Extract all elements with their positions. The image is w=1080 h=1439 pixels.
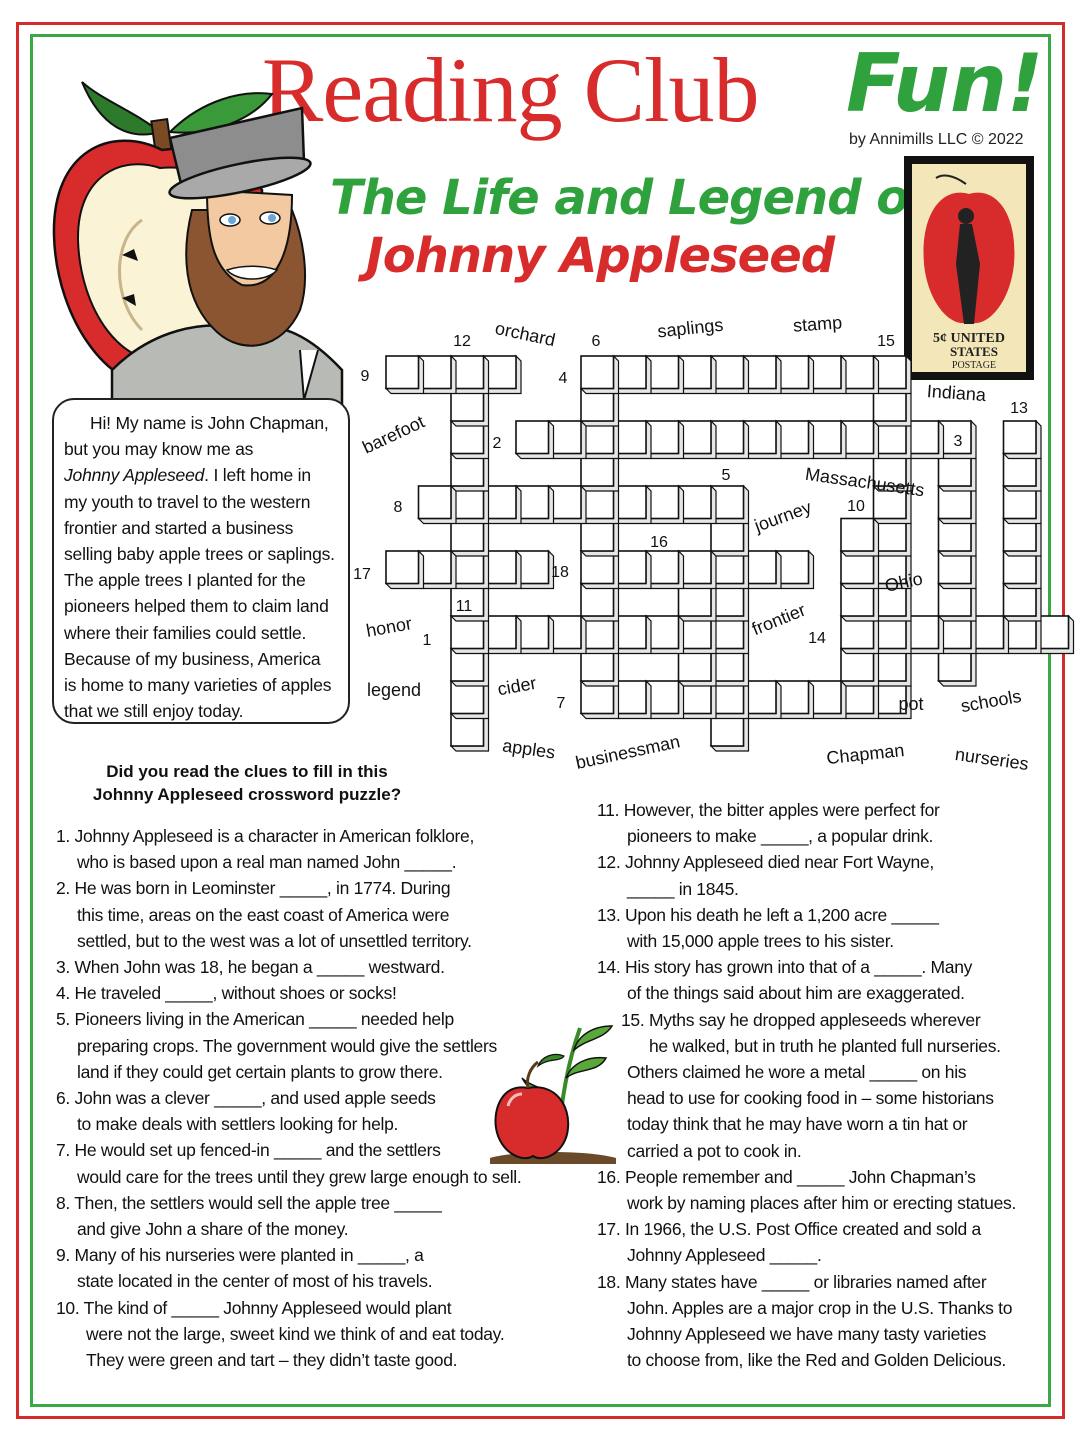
clue-line: 12. Johnny Appleseed died near Fort Wayn… xyxy=(597,852,934,873)
clue-line: land if they could get certain plants to… xyxy=(77,1061,443,1082)
inner-border xyxy=(30,34,1051,1407)
intro-speech-bubble: Hi! My name is John Chapman, but you may… xyxy=(52,398,350,724)
clues-right-column: 11. However, the bitter apples were perf… xyxy=(597,797,1047,1373)
puzzle-question: Did you read the clues to fill in this J… xyxy=(62,760,432,806)
clue-line: 1. Johnny Appleseed is a character in Am… xyxy=(56,826,475,846)
clues-left-column: 1. Johnny Appleseed is a character in Am… xyxy=(56,823,556,1373)
intro-line: frontier and started a business xyxy=(64,517,294,538)
clue-line: Others claimed he wore a metal _____ on … xyxy=(627,1062,967,1083)
clue-line: 17. In 1966, the U.S. Post Office create… xyxy=(597,1219,981,1240)
intro-line: . I left home in xyxy=(204,465,311,486)
intro-line: Because of my business, America xyxy=(64,648,321,669)
clue-line: 7. He would set up fenced-in _____ and t… xyxy=(56,1140,441,1161)
stamp-text: STATES xyxy=(950,344,998,359)
clue-line: 11. However, the bitter apples were perf… xyxy=(597,800,940,820)
clue-line: settled, but to the west was a lot of un… xyxy=(77,930,472,951)
clue-line: would care for the trees until they grew… xyxy=(77,1166,522,1187)
intro-line: The apple trees I planted for the xyxy=(64,570,306,591)
clue-line: They were green and tart – they didn’t t… xyxy=(86,1350,458,1371)
intro-name-italic: Johnny Appleseed xyxy=(64,465,205,486)
clue-line: to make deals with settlers looking for … xyxy=(77,1114,399,1135)
clue-line: pioneers to make _____, a popular drink. xyxy=(627,826,934,847)
clue-line: 18. Many states have _____ or libraries … xyxy=(597,1271,987,1292)
stamp-text: POSTAGE xyxy=(952,360,996,371)
intro-line: that we still enjoy today. xyxy=(64,701,244,722)
clue-line: 6. John was a clever _____, and used app… xyxy=(56,1088,436,1109)
byline: by Annimills LLC © 2022 xyxy=(849,131,1024,148)
clue-line: 15. Myths say he dropped appleseeds wher… xyxy=(621,1009,981,1030)
clue-line: John. Apples are a major crop in the U.S… xyxy=(627,1297,1013,1318)
clue-line: work by naming places after him or erect… xyxy=(627,1193,1017,1214)
johnny-appleseed-illustration xyxy=(52,81,344,410)
clue-line: state located in the center of most of h… xyxy=(77,1271,433,1292)
intro-line: selling baby apple trees or saplings. xyxy=(64,544,335,565)
clue-line: this time, areas on the east coast of Am… xyxy=(77,904,450,925)
title-reading-club: Reading Club xyxy=(262,39,760,141)
clue-line: 4. He traveled _____, without shoes or s… xyxy=(56,983,397,1004)
clue-line: head to use for cooking food in – some h… xyxy=(627,1088,994,1109)
clue-line: he walked, but in truth he planted full … xyxy=(649,1035,1001,1056)
question-line: Johnny Appleseed crossword puzzle? xyxy=(92,785,402,804)
clue-line: 16. People remember and _____ John Chapm… xyxy=(597,1166,976,1187)
clue-line: _____ in 1845. xyxy=(627,878,739,899)
clue-line: of the things said about him are exagger… xyxy=(627,983,965,1004)
intro-line: my youth to travel to the western xyxy=(64,491,311,512)
clue-line: preparing crops. The government would gi… xyxy=(77,1035,497,1056)
clue-line: who is based upon a real man named John … xyxy=(77,852,457,873)
clue-line: and give John a share of the money. xyxy=(77,1219,349,1240)
clue-line: with 15,000 apple trees to his sister. xyxy=(627,931,894,952)
clue-line: 5. Pioneers living in the American _____… xyxy=(56,1009,454,1030)
clue-line: to choose from, like the Red and Golden … xyxy=(627,1350,1006,1371)
intro-line: where their families could settle. xyxy=(64,622,307,643)
clue-line: were not the large, sweet kind we think … xyxy=(86,1323,505,1344)
clue-line: 10. The kind of _____ Johnny Appleseed w… xyxy=(56,1297,452,1318)
clue-line: 2. He was born in Leominster _____, in 1… xyxy=(56,878,451,899)
clue-line: 8. Then, the settlers would sell the app… xyxy=(56,1192,442,1213)
intro-line: Hi! My name is John Chapman, xyxy=(90,413,329,433)
clue-line: 14. His story has grown into that of a _… xyxy=(597,957,973,978)
question-line: Did you read the clues to fill in this xyxy=(106,762,388,781)
clue-line: today think that he may have worn a tin … xyxy=(627,1114,968,1135)
clue-line: carried a pot to cook in. xyxy=(627,1140,802,1161)
intro-line: but you may know me as xyxy=(64,439,254,460)
intro-line: pioneers helped them to claim land xyxy=(64,596,329,617)
clue-line: Johnny Appleseed _____. xyxy=(627,1245,822,1266)
clue-line: 9. Many of his nurseries were planted in… xyxy=(56,1245,424,1266)
subtitle-line-1: The Life and Legend of xyxy=(330,170,929,226)
clue-line: 3. When John was 18, he began a _____ we… xyxy=(56,957,445,978)
stamp-text: 5¢ UNITED xyxy=(933,331,1005,346)
clue-line: Johnny Appleseed we have many tasty vari… xyxy=(627,1324,987,1345)
subtitle-line-2: Johnny Appleseed xyxy=(365,228,835,284)
title-fun: Fun! xyxy=(846,37,1044,130)
clue-line: 13. Upon his death he left a 1,200 acre … xyxy=(597,904,939,925)
postage-stamp: 5¢ UNITED STATES POSTAGE xyxy=(904,156,1034,380)
intro-line: is home to many varieties of apples xyxy=(64,675,332,696)
sprouting-apple-illustration xyxy=(490,1025,616,1164)
outer-border xyxy=(16,22,1065,1419)
